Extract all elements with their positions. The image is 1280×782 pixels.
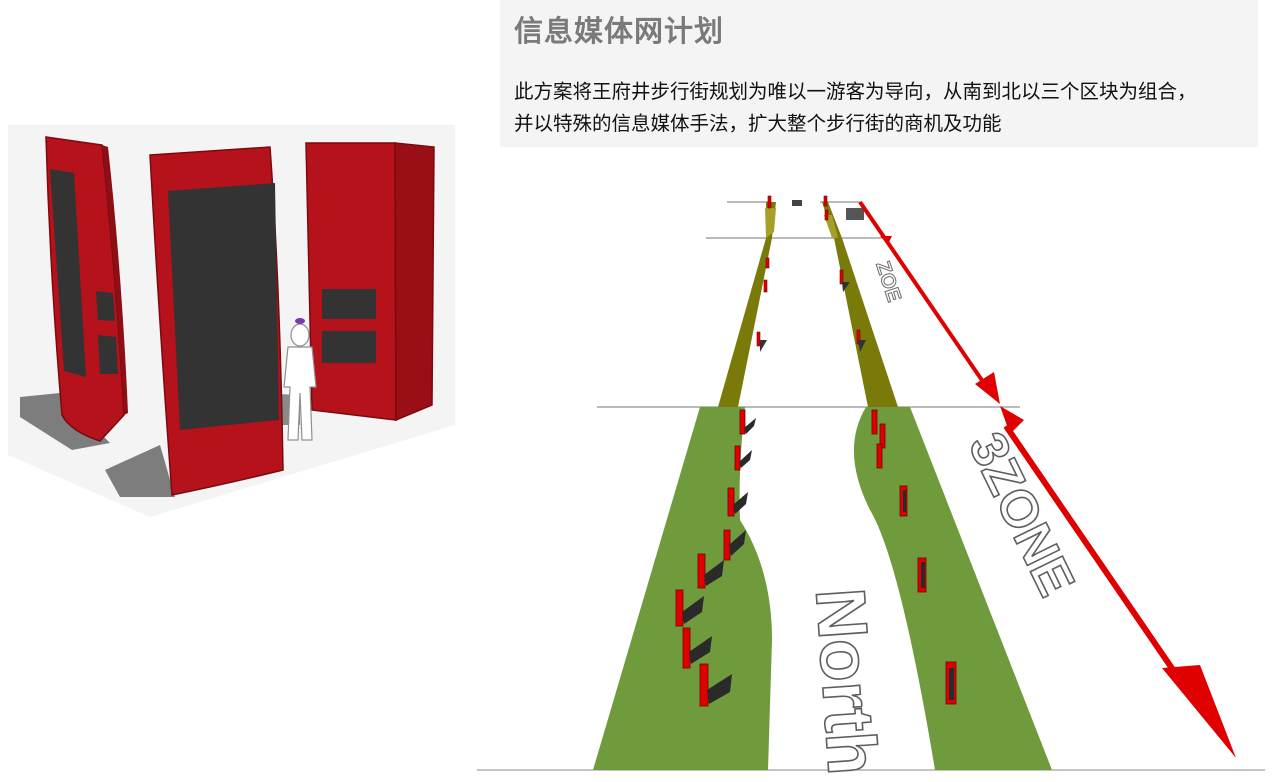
kiosk-marker [756,195,861,347]
page-title: 信息媒体网计划 [514,14,725,48]
description-line-2: 并以特殊的信息媒体手法，扩大整个步行街的商机及功能 [514,112,1002,135]
far-zone-label: ZOE [871,259,905,305]
kiosk-screen [322,331,376,363]
arrow-head [880,236,892,244]
kiosk-3 [305,142,435,422]
person-figure [283,318,317,441]
far-strip-top-right [824,215,838,238]
kiosk-small-panel [96,291,115,321]
kiosk-screen [322,289,376,319]
kiosk-marker-shadow [760,282,866,352]
kiosk-rendering [8,125,455,517]
north-label: North [801,586,892,778]
far-sign [792,200,802,206]
kiosk-1 [45,136,128,442]
far-strip-top-left [765,208,776,238]
kiosk-small-panel [98,335,118,374]
kiosk-2 [149,146,284,496]
far-sign [846,208,864,220]
arrow-head [975,372,1000,404]
description-line-1: 此方案将王府井步行街规划为唯以一游客为导向，从南到北以三个区块为组合， [514,80,1197,103]
kiosk-shadow [105,445,175,497]
direction-arrows [858,200,1236,758]
arrow-head [1162,665,1236,758]
kiosk-screen [168,183,279,430]
page-description: 此方案将王府井步行街规划为唯以一游客为导向，从南到北以三个区块为组合， 并以特殊… [514,76,1254,140]
kiosk-screen [50,169,86,377]
header-panel: 信息媒体网计划 此方案将王府井步行街规划为唯以一游客为导向，从南到北以三个区块为… [500,0,1258,147]
far-strip-right [822,202,898,407]
arrow-head [1000,406,1024,434]
kiosk-marker-shadow [682,418,954,704]
kiosk-markers [675,195,957,707]
